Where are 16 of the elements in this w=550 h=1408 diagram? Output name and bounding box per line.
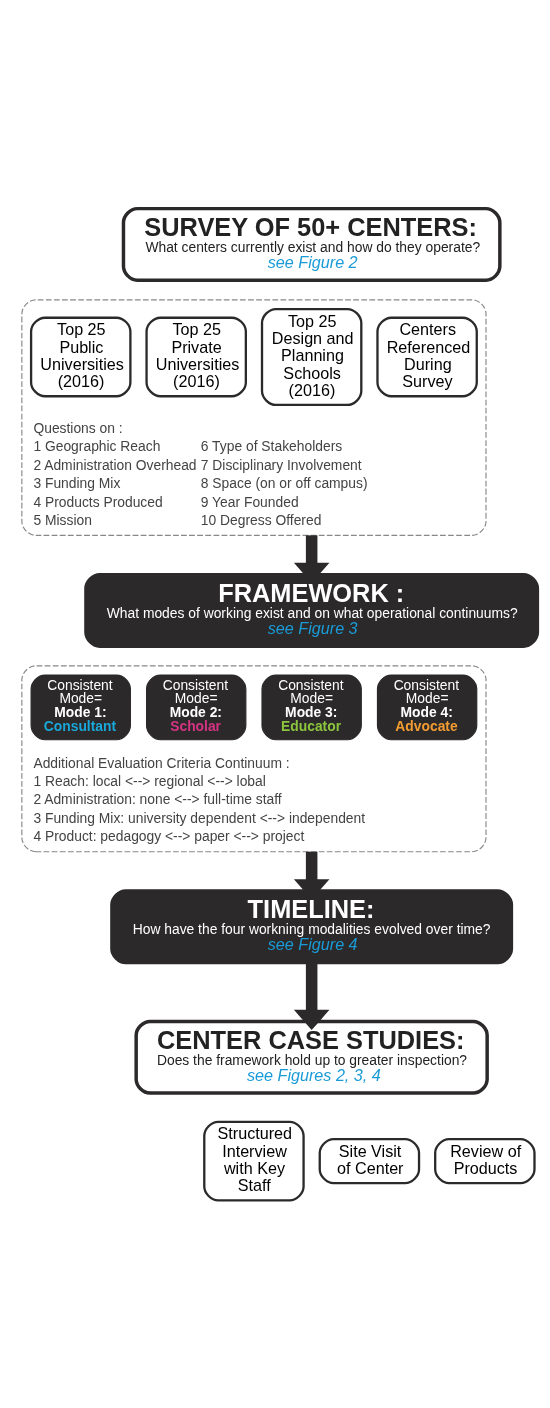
node-box: CENTER CASE STUDIES: Does the framework hold up to greater inspection? see Figures 2, 3, 4 bbox=[134, 1019, 489, 1095]
node-box: Site Visit of Center bbox=[318, 1137, 421, 1184]
arrow bbox=[293, 962, 330, 1030]
node-box: Review of Products bbox=[434, 1137, 536, 1184]
node-box: Consistent Mode= Mode 3: Educator bbox=[261, 674, 362, 740]
node-box: SURVEY OF 50+ CENTERS: What centers currently exist and how do they operate? see Figure 2 bbox=[121, 206, 502, 282]
node-box: Centers Referenced During Survey bbox=[376, 316, 478, 397]
node-box: Consistent Mode= Mode 1: Consultant bbox=[30, 674, 131, 740]
node-box: Structured Interview with Key Staff bbox=[203, 1120, 305, 1202]
node-box: FRAMEWORK : What modes of working exist and on what operational continuums? see Figure 3 bbox=[84, 572, 540, 648]
node-box: TIMELINE: How have the four workning modalities evolved over time? see Figure 4 bbox=[110, 888, 514, 964]
node-box: Consistent Mode= Mode 2: Scholar bbox=[146, 674, 247, 740]
node-box: Top 25 Design and Planning Schools (2016) bbox=[260, 307, 363, 406]
node-box: Consistent Mode= Mode 4: Advocate bbox=[376, 674, 478, 740]
node-box: Top 25 Private Universities (2016) bbox=[145, 316, 247, 397]
node-box: Top 25 Public Universities (2016) bbox=[29, 316, 132, 397]
